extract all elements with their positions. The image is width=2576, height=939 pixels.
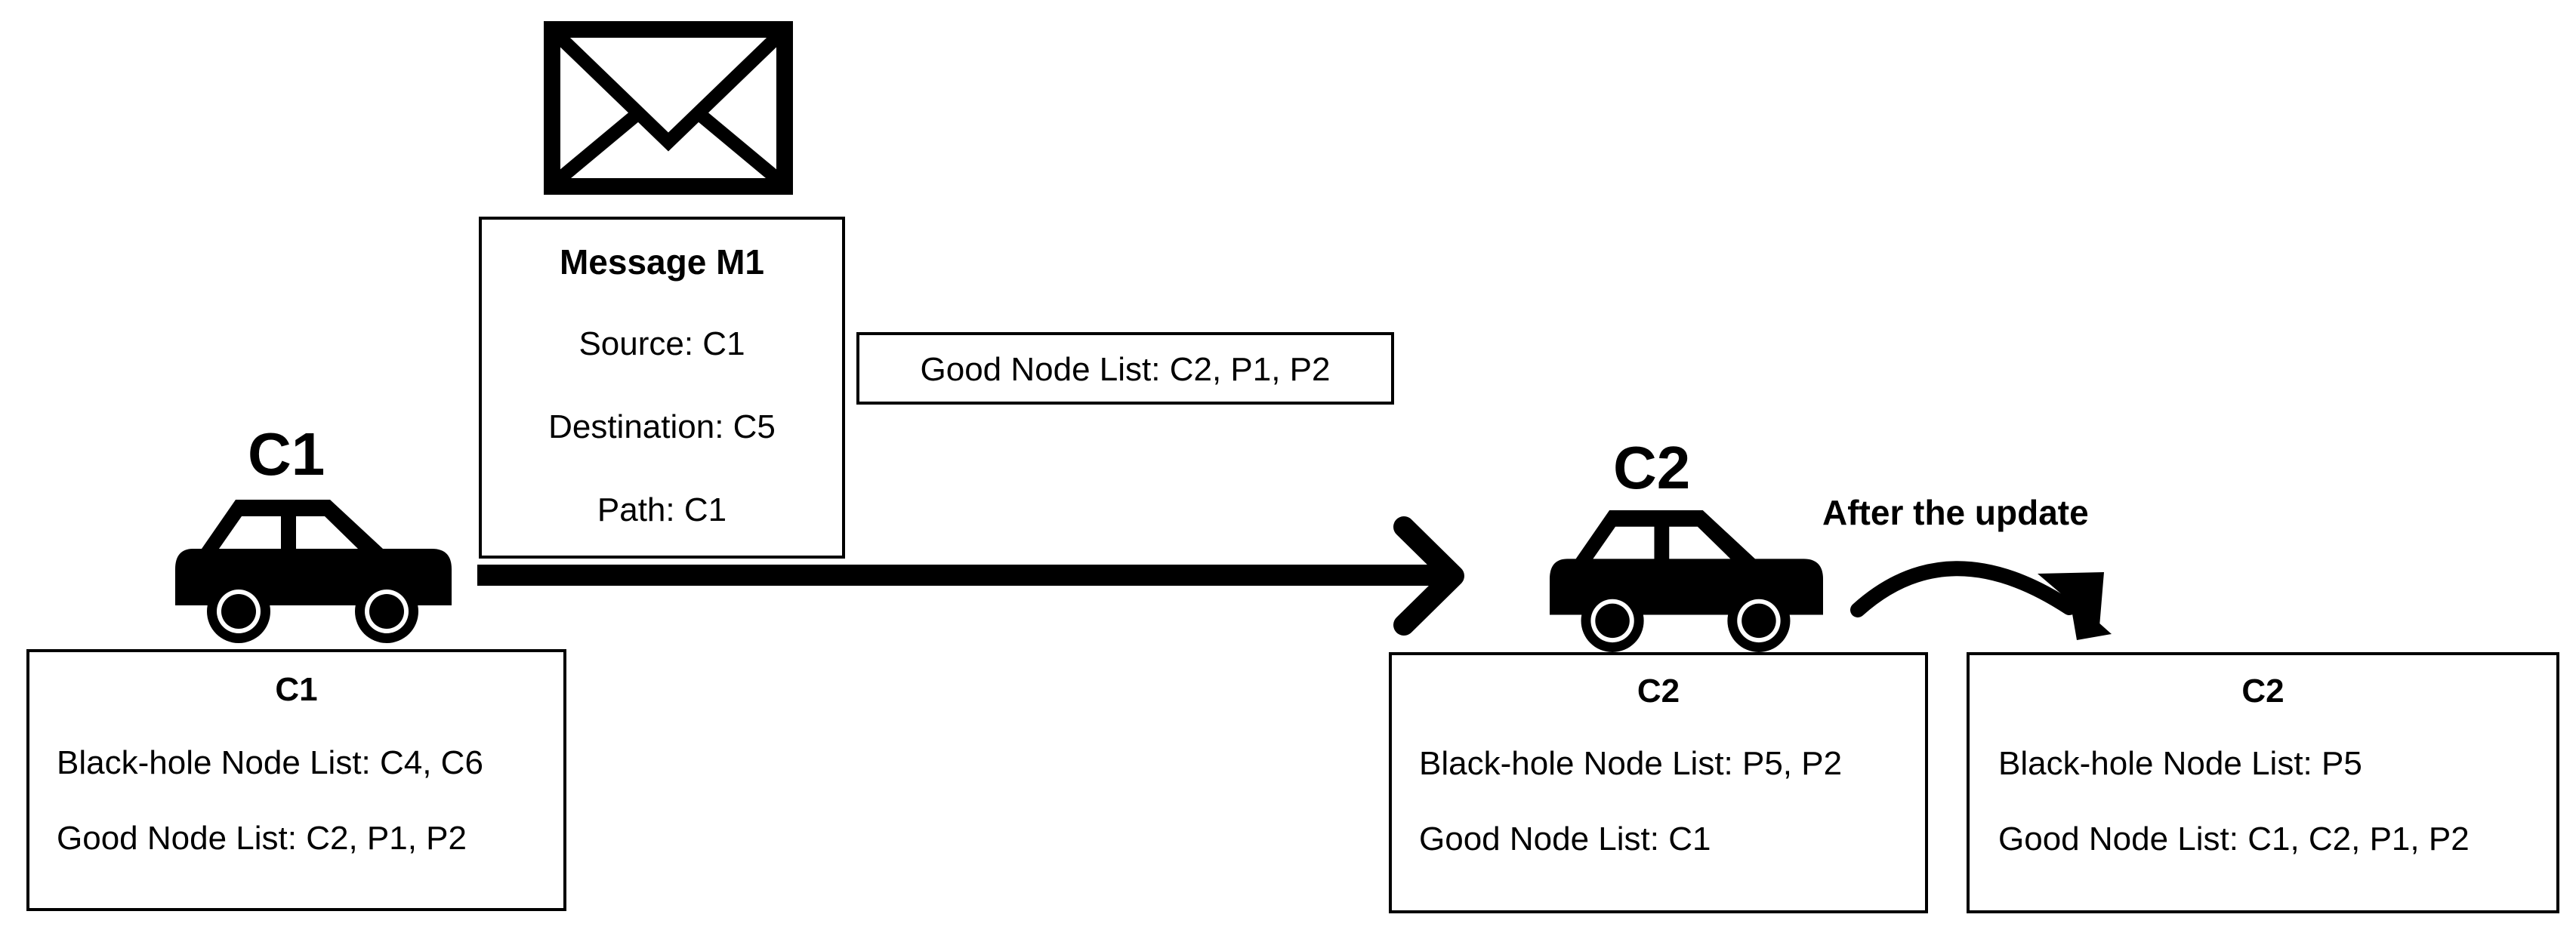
car-c1-label: C1 (248, 420, 325, 488)
car-icon (175, 500, 452, 643)
envelope-icon (544, 21, 793, 195)
message-box: Message M1 Source: C1 Destination: C5 Pa… (479, 217, 845, 559)
update-label: After the update (1822, 493, 2089, 532)
car-c2-good-list: Good Node List: C1 (1419, 820, 1711, 857)
car-c2-blackhole-list: Black-hole Node List: P5, P2 (1419, 745, 1843, 782)
car-c2-updated-title: C2 (2241, 673, 2284, 710)
car-icon (1550, 510, 1823, 652)
transfer-arrow-shaft (477, 565, 1452, 586)
transit-good-node-list-box: Good Node List: C2, P1, P2 (856, 332, 1394, 405)
message-path: Path: C1 (597, 491, 727, 528)
transfer-arrow-head (1393, 516, 1464, 636)
car-c2-label: C2 (1613, 434, 1691, 501)
transit-good-node-list: Good Node List: C2, P1, P2 (920, 351, 1331, 388)
car-c1-blackhole-list: Black-hole Node List: C4, C6 (57, 744, 483, 781)
car-c2-updated-blackhole-list: Black-hole Node List: P5 (1998, 745, 2362, 782)
car-c1-info-box: C1 Black-hole Node List: C4, C6 Good Nod… (26, 649, 566, 911)
car-c2-updated-good-list: Good Node List: C1, C2, P1, P2 (1998, 820, 2470, 857)
car-c2-box-title: C2 (1637, 673, 1680, 710)
message-destination: Destination: C5 (548, 408, 776, 445)
update-arrow (1850, 561, 2112, 640)
message-title: Message M1 (559, 242, 764, 282)
car-c2-updated-box: C2 Black-hole Node List: P5 Good Node Li… (1967, 652, 2559, 913)
car-c1-box-title: C1 (275, 671, 318, 708)
car-c2-info-box: C2 Black-hole Node List: P5, P2 Good Nod… (1389, 652, 1928, 913)
message-source: Source: C1 (578, 325, 745, 362)
car-c1-good-list: Good Node List: C2, P1, P2 (57, 820, 467, 857)
